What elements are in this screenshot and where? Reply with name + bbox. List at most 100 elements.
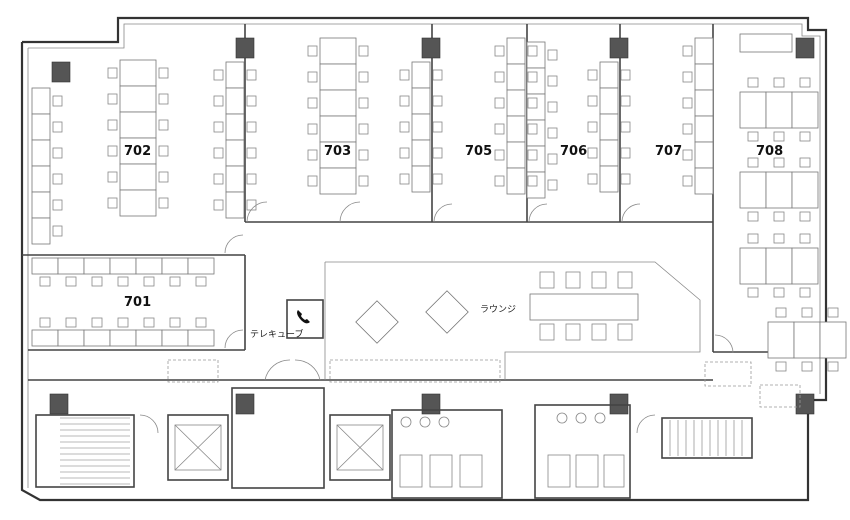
chair: [587, 173, 598, 185]
chair: [527, 175, 538, 187]
chair: [358, 123, 369, 135]
room-703-label: 703: [324, 144, 351, 159]
chair: [158, 93, 169, 105]
room-701-label: 701: [124, 295, 151, 310]
desk: [31, 257, 59, 275]
desk: [31, 165, 51, 193]
desk: [506, 89, 526, 117]
desk: [225, 191, 245, 219]
desk: [506, 141, 526, 169]
chair: [91, 317, 103, 328]
chair: [399, 95, 410, 107]
desk: [161, 257, 189, 275]
desk: [225, 87, 245, 115]
desk: [819, 321, 847, 359]
chair: [527, 149, 538, 161]
desk: [506, 37, 526, 65]
desk: [187, 257, 215, 275]
chair: [747, 211, 759, 222]
chair: [801, 361, 813, 372]
chair: [494, 45, 505, 57]
chair: [195, 317, 207, 328]
desk: [599, 113, 619, 141]
chair: [246, 95, 257, 107]
desk: [119, 85, 157, 113]
chair: [52, 147, 63, 159]
desk: [506, 115, 526, 143]
desk: [739, 171, 767, 209]
desk: [506, 167, 526, 195]
chair: [587, 95, 598, 107]
chair: [107, 145, 118, 157]
room-706-label: 706: [560, 144, 587, 159]
desk: [319, 115, 357, 143]
desk: [119, 189, 157, 217]
chair: [91, 276, 103, 287]
chair: [799, 77, 811, 88]
chair: [539, 323, 555, 341]
desk: [506, 63, 526, 91]
chair: [307, 71, 318, 83]
chair: [547, 153, 558, 165]
chair: [158, 119, 169, 131]
chair: [107, 119, 118, 131]
chair: [246, 173, 257, 185]
chair: [591, 323, 607, 341]
chair: [620, 121, 631, 133]
desk: [83, 257, 111, 275]
chair: [39, 317, 51, 328]
phone-icon: [297, 310, 310, 324]
chair: [494, 175, 505, 187]
chair: [682, 149, 693, 161]
desk: [694, 37, 714, 65]
desk: [694, 141, 714, 169]
chair: [682, 71, 693, 83]
structural-columns: [49, 37, 815, 415]
chair: [307, 45, 318, 57]
restrooms: [391, 404, 631, 499]
desk: [411, 113, 431, 141]
desk: [411, 61, 431, 89]
chair: [682, 175, 693, 187]
chair: [307, 97, 318, 109]
chair: [747, 77, 759, 88]
desk: [225, 139, 245, 167]
desk: [694, 167, 714, 195]
chair: [799, 233, 811, 244]
chair: [246, 69, 257, 81]
desk: [694, 89, 714, 117]
chair: [827, 307, 839, 318]
chair: [747, 157, 759, 168]
desk: [319, 89, 357, 117]
chair: [527, 71, 538, 83]
chair: [775, 361, 787, 372]
room-708-label: 708: [756, 144, 783, 159]
chair: [117, 317, 129, 328]
desk: [739, 33, 793, 53]
chair: [158, 67, 169, 79]
desk: [694, 63, 714, 91]
chair: [158, 145, 169, 157]
chair: [494, 97, 505, 109]
desk: [83, 329, 111, 347]
chair: [246, 121, 257, 133]
desk: [767, 321, 795, 359]
chair: [494, 149, 505, 161]
desk: [57, 329, 85, 347]
chair: [213, 69, 224, 81]
desk: [765, 171, 793, 209]
chair: [527, 123, 538, 135]
desk: [31, 217, 51, 245]
chair: [682, 123, 693, 135]
chair-layout: [39, 45, 839, 372]
chair: [169, 276, 181, 287]
chair: [547, 127, 558, 139]
desk: [411, 139, 431, 167]
desk: [119, 163, 157, 191]
chair: [358, 175, 369, 187]
chair: [591, 271, 607, 289]
desk: [225, 113, 245, 141]
chair: [773, 157, 785, 168]
chair: [801, 307, 813, 318]
